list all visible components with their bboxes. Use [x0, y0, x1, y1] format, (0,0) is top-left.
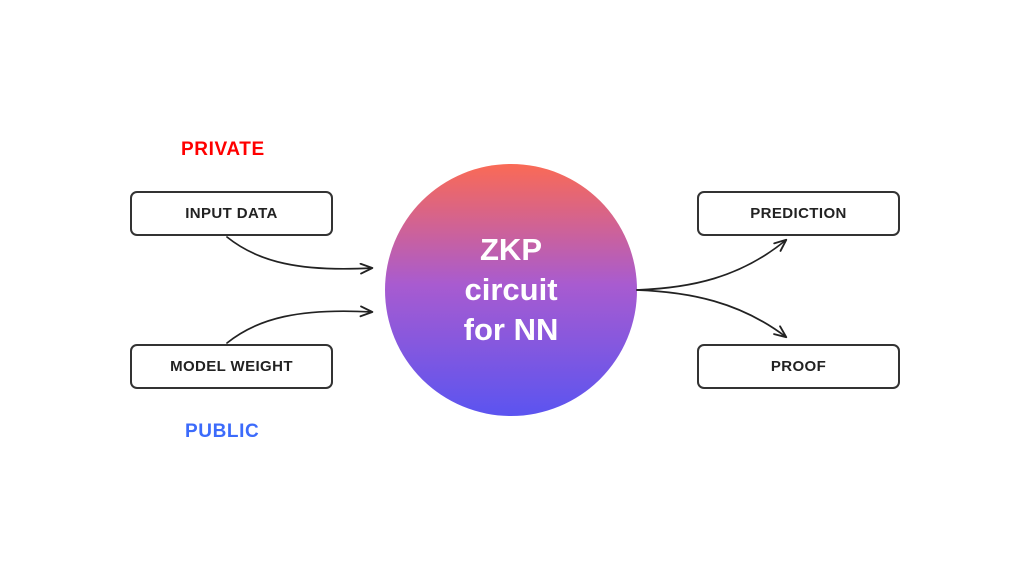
arrow-model-weight-to-circuit — [226, 311, 372, 344]
node-box-model-weight[interactable]: MODEL WEIGHT — [130, 344, 333, 389]
node-box-model-weight-label: MODEL WEIGHT — [170, 358, 293, 375]
arrow-input-data-to-circuit — [226, 236, 372, 269]
node-box-proof-label: PROOF — [770, 358, 827, 375]
group-label-public: PUBLIC — [185, 421, 260, 442]
node-box-input-data-label: INPUT DATA — [185, 205, 278, 222]
zkp-circuit-line-2: circuit — [464, 272, 558, 308]
zkp-circuit-line-3: for NN — [463, 311, 559, 347]
node-box-prediction-label: PREDICTION — [750, 205, 847, 222]
node-box-proof[interactable]: PROOF — [697, 344, 900, 389]
node-box-prediction[interactable]: PREDICTION — [697, 191, 900, 236]
zkp-circuit-node[interactable]: ZKP circuit for NN — [385, 164, 637, 416]
arrow-circuit-to-prediction — [636, 240, 786, 291]
zkp-circuit-line-1: ZKP — [480, 232, 542, 268]
group-label-private: PRIVATE — [181, 139, 265, 160]
node-box-input-data[interactable]: INPUT DATA — [130, 191, 333, 236]
arrow-circuit-to-proof — [636, 289, 786, 337]
